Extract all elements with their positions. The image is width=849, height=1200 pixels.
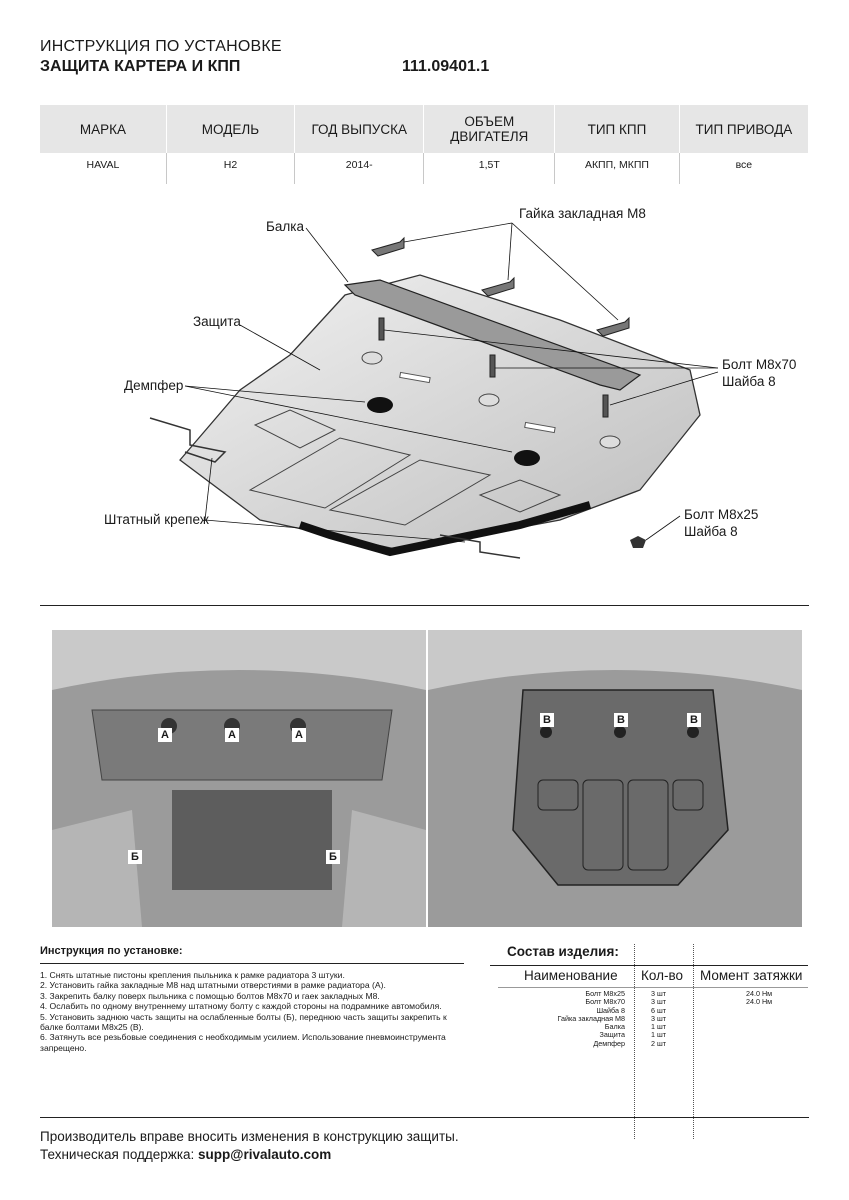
col-header: МАРКА [40,105,167,153]
callout-beam: Балка [266,219,304,234]
footer-divider [40,1117,809,1118]
composition-qtys: 3 шт 3 шт 6 шт 3 шт 1 шт 1 шт 2 шт [651,989,681,1048]
part-qty: 3 шт [651,1013,667,1023]
photo-installation-step-a [52,630,426,927]
instruction-step: 6. Затянуть все резьбовые соединения с н… [40,1032,446,1053]
callout-damper: Демпфер [124,378,184,393]
part-name: Гайка закладная М8 [557,1013,625,1023]
part-qty: 6 шт [651,1005,667,1015]
beam-shape [343,279,642,391]
part-name: Болт М8х70 [585,997,625,1007]
plate-slot [399,371,431,384]
marker-b: Б [128,850,142,864]
disclaimer: Производитель вправе вносить изменения в… [40,1129,459,1144]
support-email[interactable]: supp@rivalauto.com [198,1147,332,1162]
doc-title: ИНСТРУКЦИЯ ПО УСТАНОВКЕ [40,38,282,55]
weld-nut-shape [481,276,515,297]
part-qty: 3 шт [651,989,667,998]
damper-shape [367,397,393,413]
cell-engine: 1,5T [423,153,556,184]
composition-torques: 24.0 Нм 24.0 Нм [746,989,796,1007]
composition-header-torque: Момент затяжки [700,968,803,983]
bolt-m8x25-shape [630,536,646,548]
col-header: МОДЕЛЬ [166,105,296,153]
part-torque: 24.0 Нм [746,997,773,1007]
instructions-title: Инструкция по установке: [40,945,183,957]
callout-bolt-m8x70: Болт М8х70 [722,357,797,372]
weld-nut-shape [596,316,630,337]
part-torque: 24.0 Нм [746,989,773,998]
cell-gearbox: АКПП, МКПП [554,153,680,184]
col-header: ГОД ВЫПУСКА [294,105,425,153]
marker-v: В [614,713,628,727]
instructions-rule [40,963,464,964]
instruction-step: 5. Установить заднюю часть защиты на осл… [40,1011,447,1033]
photo-installation-step-b [428,630,802,927]
plate-pocket [248,437,412,509]
instructions-list: 1. Снять штатные пистоны крепления пыльн… [40,970,460,1053]
support-label: Техническая поддержка: [40,1147,199,1162]
instruction-step: 3. Закрепить балку поверх пыльника с пом… [40,990,380,1001]
support-line: Техническая поддержка: supp@rivalauto.co… [40,1147,331,1162]
weld-nut-shape [371,236,405,257]
composition-rule [490,965,808,966]
article-number: 111.09401.1 [402,58,490,75]
part-qty: 1 шт [651,1030,667,1040]
instruction-step: 1. Снять штатные пистоны крепления пыльн… [40,970,345,980]
part-name: Шайба 8 [596,1005,625,1015]
cell-drive: все [735,159,753,171]
plate-pocket [478,479,562,513]
marker-a: А [225,728,239,742]
plate-slot [524,421,556,434]
composition-header-rule [498,987,808,988]
plate-hole [478,393,500,407]
stock-bracket [149,417,227,463]
part-qty: 2 шт [651,1038,667,1048]
callout-washer-8: Шайба 8 [722,374,776,389]
col-header: ТИП КПП [554,105,680,153]
part-qty: 1 шт [651,1022,667,1032]
skid-plate-front-edge [298,501,592,557]
plate-pocket [253,409,337,449]
composition-title: Состав изделия: [507,944,619,959]
part-name: Болт М8х25 [585,989,625,998]
part-name: Демпфер [593,1038,625,1048]
instruction-step: 4. Ослабить по одному внутреннему штатно… [40,1001,442,1012]
composition-divider [634,944,635,1139]
marker-v: В [540,713,554,727]
callout-bolt-m8x25: Болт М8х25 [684,507,759,522]
col-header: ОБЪЕМ ДВИГАТЕЛЯ [423,105,556,153]
col-header: ТИП ПРИВОДА [679,105,808,153]
plate-hole [599,435,621,449]
plate-pocket [328,459,492,526]
part-name: Защита [599,1030,625,1040]
product-title: ЗАЩИТА КАРТЕРА И КПП [40,58,241,75]
cell-year: 2014- [294,153,425,184]
cell-brand: HAVAL [40,153,167,184]
part-qty: 3 шт [651,997,667,1007]
callout-guard: Защита [193,314,241,329]
plate-hole [361,351,383,365]
stock-bracket [439,534,521,559]
marker-a: А [158,728,172,742]
damper-shape [514,450,540,466]
callout-weld-nut: Гайка закладная М8 [519,206,646,221]
divider [40,605,809,606]
instruction-step: 2. Установить гайка закладные М8 над шта… [40,980,386,991]
vehicle-spec-table: МАРКА МОДЕЛЬ ГОД ВЫПУСКА ОБЪЕМ ДВИГАТЕЛЯ… [40,105,808,184]
part-name: Балка [604,1022,625,1032]
callout-washer-8b: Шайба 8 [684,524,738,539]
cell-model: H2 [166,153,296,184]
exploded-diagram [149,222,719,559]
marker-v: В [687,713,701,727]
bolt-m8x70-shapes [378,317,609,418]
composition-names: Болт М8х25 Болт М8х70 Шайба 8 Гайка закл… [500,989,625,1048]
marker-a: А [292,728,306,742]
composition-header-name: Наименование [524,968,618,983]
leader-lines [184,222,719,543]
composition-divider [693,944,694,1139]
marker-b: Б [326,850,340,864]
composition-header-qty: Кол-во [641,968,683,983]
callout-stock-fasteners: Штатный крепеж [104,512,209,527]
